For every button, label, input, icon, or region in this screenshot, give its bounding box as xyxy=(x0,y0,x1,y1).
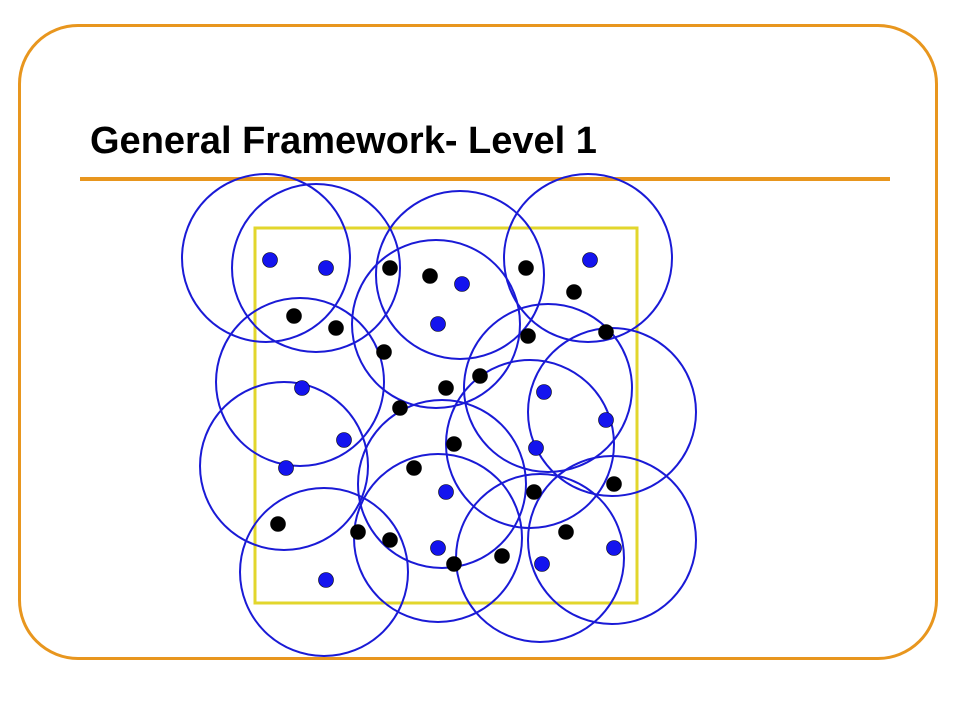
coverage-circles xyxy=(181,173,697,657)
slide-title: General Framework- Level 1 xyxy=(90,120,597,162)
slide-frame xyxy=(18,24,938,660)
blue-node xyxy=(430,540,446,556)
blue-node xyxy=(454,276,470,292)
blue-node xyxy=(528,440,544,456)
coverage-circle xyxy=(357,399,527,569)
nodes xyxy=(262,252,622,588)
coverage-circle xyxy=(239,487,409,657)
blue-node xyxy=(430,316,446,332)
coverage-circle xyxy=(445,359,615,529)
title-underline xyxy=(80,177,890,181)
blue-node xyxy=(606,540,622,556)
black-node xyxy=(520,328,536,344)
blue-node xyxy=(598,412,614,428)
coverage-circle xyxy=(351,239,521,409)
black-node xyxy=(328,320,344,336)
region-box xyxy=(253,226,639,605)
blue-node xyxy=(536,384,552,400)
black-node xyxy=(422,268,438,284)
black-node xyxy=(382,532,398,548)
blue-node xyxy=(318,572,334,588)
blue-node xyxy=(318,260,334,276)
blue-node xyxy=(438,484,454,500)
black-node xyxy=(566,284,582,300)
coverage-circle xyxy=(375,190,545,360)
black-node xyxy=(558,524,574,540)
black-node xyxy=(446,436,462,452)
black-node xyxy=(494,548,510,564)
coverage-circle xyxy=(231,183,401,353)
black-node xyxy=(598,324,614,340)
black-node xyxy=(382,260,398,276)
blue-node xyxy=(262,252,278,268)
blue-node xyxy=(534,556,550,572)
blue-node xyxy=(294,380,310,396)
black-node xyxy=(286,308,302,324)
coverage-circle xyxy=(463,303,633,473)
black-node xyxy=(472,368,488,384)
blue-node xyxy=(582,252,598,268)
black-node xyxy=(446,556,462,572)
blue-node xyxy=(336,432,352,448)
black-node xyxy=(350,524,366,540)
coverage-circle xyxy=(527,455,697,625)
coverage-circle xyxy=(353,453,523,623)
black-node xyxy=(406,460,422,476)
black-node xyxy=(518,260,534,276)
coverage-circle xyxy=(503,173,673,343)
black-node xyxy=(438,380,454,396)
coverage-circle xyxy=(527,327,697,497)
black-node xyxy=(606,476,622,492)
black-node xyxy=(376,344,392,360)
coverage-circle xyxy=(215,297,385,467)
black-node xyxy=(526,484,542,500)
coverage-circle xyxy=(181,173,351,343)
blue-node xyxy=(278,460,294,476)
black-node xyxy=(270,516,286,532)
black-node xyxy=(392,400,408,416)
coverage-circle xyxy=(199,381,369,551)
